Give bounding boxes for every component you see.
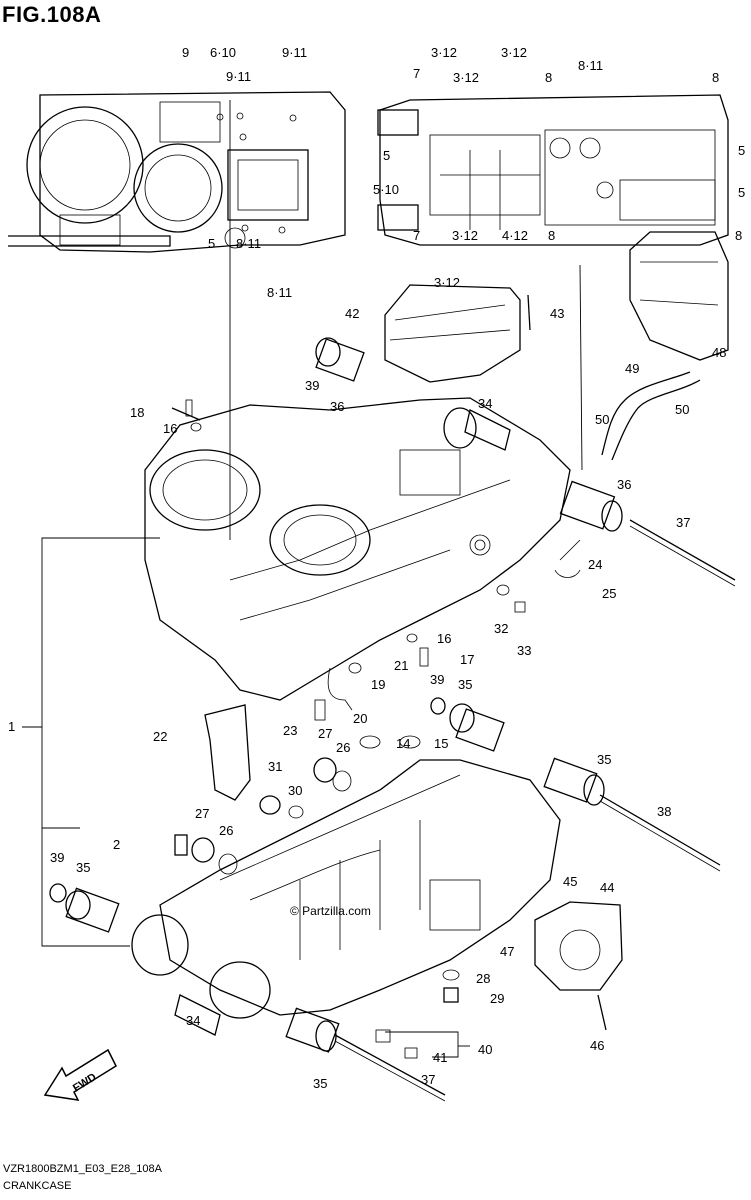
model-code: VZR1800BZM1_E03_E28_108A [3, 1163, 162, 1175]
callout-parts-11: 36 [617, 477, 631, 492]
callout-upper-left-3: 9·11 [282, 45, 307, 60]
callout-upper-right-15: 8 [548, 228, 555, 243]
callout-parts-35: 27 [195, 806, 209, 821]
callout-upper-right-10: 5 [738, 185, 745, 200]
callout-parts-15: 32 [494, 621, 508, 636]
callout-parts-6: 39 [305, 378, 319, 393]
callout-upper-right-16: 3·12 [434, 275, 460, 290]
callout-parts-37: 2 [113, 837, 120, 852]
callout-upper-left-5: 8·11 [236, 236, 261, 251]
callout-parts-38: 39 [50, 850, 64, 865]
forward-direction-arrow: FWD [43, 1048, 117, 1101]
callout-upper-right-1: 3·12 [501, 45, 527, 60]
callout-parts-25: 22 [153, 729, 167, 744]
callout-parts-5: 50 [675, 402, 689, 417]
callout-parts-48: 46 [590, 1038, 604, 1053]
cover-44 [534, 901, 623, 991]
callout-parts-16: 33 [517, 643, 531, 658]
callout-parts-14: 25 [602, 586, 616, 601]
callout-parts-10: 16 [163, 421, 177, 436]
callout-parts-40: 45 [563, 874, 577, 889]
callout-upper-right-0: 3·12 [431, 45, 457, 60]
upper-crankcase [144, 397, 571, 701]
callout-parts-45: 34 [186, 1013, 200, 1028]
callout-parts-18: 17 [460, 652, 474, 667]
callout-parts-3: 49 [625, 361, 639, 376]
bearing-plugs [65, 337, 623, 1053]
callout-parts-20: 19 [371, 677, 385, 692]
callout-upper-right-8: 5 [738, 143, 745, 158]
callout-upper-right-5: 8·11 [578, 58, 603, 73]
callout-parts-19: 21 [394, 658, 408, 673]
callout-upper-left-0: 9 [182, 45, 189, 60]
callout-upper-right-14: 4·12 [502, 228, 528, 243]
callout-upper-left-2: 9·11 [226, 69, 251, 84]
callout-upper-right-4: 8 [545, 70, 552, 85]
callout-upper-right-12: 7 [413, 228, 420, 243]
callout-parts-41: 44 [600, 880, 614, 895]
callout-upper-left-6: 8·11 [267, 285, 292, 300]
callout-upper-right-2: 7 [413, 66, 420, 81]
callout-parts-50: 37 [421, 1072, 435, 1087]
callout-parts-33: 35 [597, 752, 611, 767]
callout-parts-9: 18 [130, 405, 144, 420]
callout-parts-0: 42 [345, 306, 359, 321]
callout-parts-24: 1 [8, 719, 15, 734]
watermark: © Partzilla.com [290, 904, 371, 918]
callout-upper-right-7: 5 [383, 148, 390, 163]
callout-parts-29: 14 [396, 736, 410, 751]
callout-parts-26: 23 [283, 723, 297, 738]
callout-upper-left-1: 6·10 [210, 45, 236, 60]
callout-parts-22: 39 [430, 672, 444, 687]
callout-parts-49: 35 [313, 1076, 327, 1091]
small-parts [49, 294, 607, 1059]
callout-upper-right-3: 3·12 [453, 70, 479, 85]
callout-parts-30: 15 [434, 736, 448, 751]
long-bolts [334, 519, 736, 1102]
callout-parts-23: 35 [458, 677, 472, 692]
section-name: CRANKCASE [3, 1180, 72, 1192]
callout-parts-27: 27 [318, 726, 332, 741]
callout-parts-2: 48 [712, 345, 726, 360]
bracket-1 [41, 537, 160, 947]
crankcase-bottom-view-right [377, 94, 729, 246]
callout-parts-12: 37 [676, 515, 690, 530]
callout-parts-44: 29 [490, 991, 504, 1006]
callout-parts-1: 43 [550, 306, 564, 321]
callout-parts-28: 26 [336, 740, 350, 755]
callout-parts-43: 28 [476, 971, 490, 986]
breather-hose-49 [601, 371, 691, 456]
callout-parts-21: 20 [353, 711, 367, 726]
callout-upper-right-13: 3·12 [452, 228, 478, 243]
callout-upper-right-6: 8 [712, 70, 719, 85]
callout-parts-46: 40 [478, 1042, 492, 1057]
oil-cover-42 [384, 284, 521, 383]
callout-parts-8: 34 [478, 396, 492, 411]
callout-parts-13: 24 [588, 557, 602, 572]
callout-parts-42: 47 [500, 944, 514, 959]
callout-parts-39: 35 [76, 860, 90, 875]
callout-upper-left-4: 5 [208, 236, 215, 251]
callout-upper-right-11: 8 [735, 228, 742, 243]
callout-upper-right-9: 5·10 [373, 182, 399, 197]
callout-labels: 9 6·10 9·11 9·11 5 8·11 8·11 3·12 3·12 7 3·12 8 8·11… [8, 45, 745, 1091]
callout-parts-36: 26 [219, 823, 233, 838]
breather-cover-48 [629, 231, 729, 361]
lower-crankcase [131, 759, 561, 1019]
callout-parts-32: 30 [288, 783, 302, 798]
callout-parts-4: 50 [595, 412, 609, 427]
callout-parts-34: 38 [657, 804, 671, 819]
callout-parts-47: 41 [433, 1050, 447, 1065]
upper-crankcase-top-view-left [8, 91, 346, 253]
callout-parts-17: 16 [437, 631, 451, 646]
figure-title: FIG.108A [2, 2, 102, 27]
callout-parts-31: 31 [268, 759, 282, 774]
callout-parts-7: 36 [330, 399, 344, 414]
